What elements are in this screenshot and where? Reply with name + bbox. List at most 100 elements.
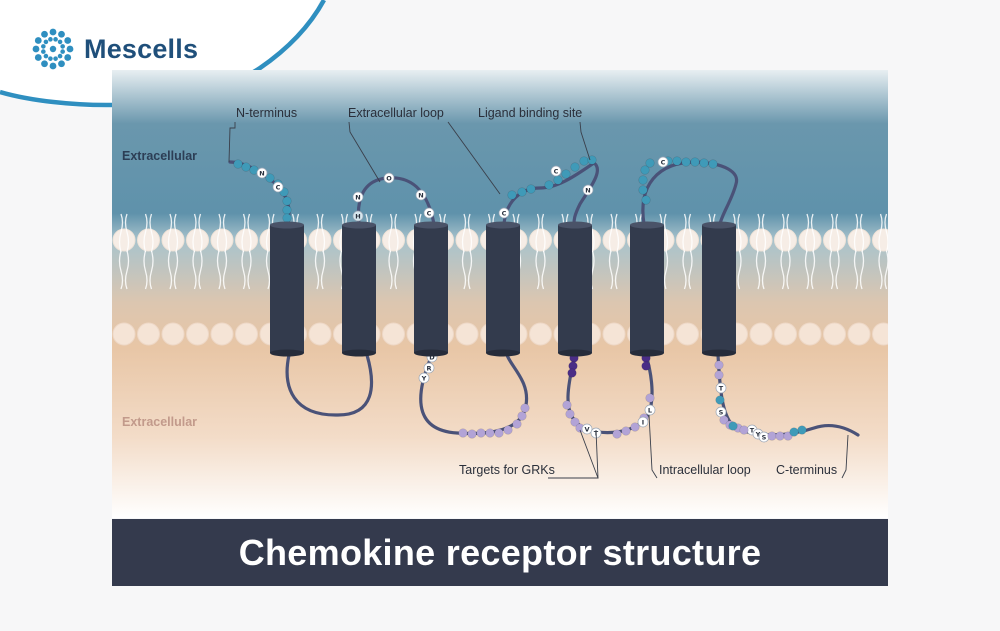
lipid-tail — [124, 250, 130, 290]
residue-bead — [708, 159, 718, 169]
helix-base — [270, 349, 304, 357]
lipid-tail — [755, 250, 761, 290]
residue-bead — [553, 175, 563, 185]
lipid-tail — [394, 250, 399, 290]
helix-cap — [342, 221, 376, 229]
lipid-tail — [461, 250, 467, 290]
callout-extracellular-loop: Extracellular loop — [348, 106, 444, 120]
lipid-head — [529, 228, 552, 252]
labeled-residue — [418, 372, 430, 384]
lipid-tail — [388, 250, 393, 290]
lipid-tail — [198, 250, 203, 290]
lipid-tail — [804, 250, 810, 290]
residue-bead — [485, 428, 495, 438]
logo-dot — [34, 54, 42, 61]
lipid-head — [382, 322, 405, 346]
lipid-head — [847, 322, 871, 346]
lipid-tail — [173, 213, 179, 253]
logo-dot — [32, 45, 40, 53]
lipid-tail — [320, 250, 326, 290]
lipid-head — [161, 322, 185, 346]
lipid-head — [798, 228, 822, 252]
logo-dot — [49, 62, 57, 70]
lipid-tail — [241, 213, 246, 253]
residue-bead — [641, 361, 651, 371]
logo-dot — [41, 60, 48, 68]
residue-bead — [645, 393, 655, 403]
residue-letter: N — [259, 170, 264, 178]
lipid-tail — [737, 250, 742, 290]
brand-name: Mescells — [84, 33, 199, 64]
residue-bead — [512, 419, 522, 429]
lipid-tail — [216, 213, 222, 253]
lipid-tail — [780, 213, 785, 253]
labeled-residue — [415, 189, 427, 201]
lipid-tail — [124, 213, 130, 253]
residue-bead — [565, 409, 575, 419]
lipid-tail — [737, 213, 742, 253]
residue-letter: O — [386, 175, 392, 183]
title-banner: Chemokine receptor structure — [112, 519, 888, 586]
logo-dot — [64, 54, 72, 61]
residue-bead — [638, 185, 648, 195]
lipid-head — [186, 322, 209, 346]
lipid-tail — [688, 250, 693, 290]
labeled-residue — [657, 156, 669, 168]
residue-letter: C — [554, 168, 559, 176]
lipid-tail — [541, 250, 546, 290]
labeled-residue — [352, 191, 364, 203]
residue-letter: S — [762, 434, 767, 442]
lipid-head — [774, 228, 797, 252]
lipid-tail — [149, 250, 154, 290]
residue-bead — [739, 425, 749, 435]
residue-bead — [640, 165, 650, 175]
region-label-top: Extracellular — [122, 149, 197, 163]
residue-letter: N — [585, 187, 590, 195]
residue-bead — [630, 422, 640, 432]
logo-dot — [64, 37, 72, 44]
helix-cap — [630, 221, 664, 229]
helix-base — [630, 349, 664, 357]
residue-bead — [775, 431, 785, 441]
lipid-tail — [884, 213, 888, 253]
logo-dot — [48, 56, 53, 61]
lipid-tail — [320, 213, 326, 253]
logo-dot — [34, 37, 42, 44]
helix-base — [414, 349, 448, 357]
lipid-head — [186, 228, 209, 252]
lipid-tail — [265, 213, 271, 253]
callout-c-terminus: C-terminus — [776, 463, 837, 477]
residue-bead — [699, 158, 709, 168]
transmembrane-helix — [486, 225, 520, 353]
lipid-head — [137, 228, 160, 252]
lipid-tail — [118, 250, 124, 290]
labeled-residue — [498, 207, 510, 219]
labeled-residue — [550, 165, 562, 177]
lipid-tail — [541, 213, 546, 253]
lipid-head — [308, 322, 332, 346]
lipid-tail — [535, 213, 540, 253]
logo-dot — [43, 39, 49, 45]
callout-grk-targets: Targets for GRKs — [459, 463, 555, 477]
helix-cap — [702, 221, 736, 229]
lipid-tail — [810, 250, 816, 290]
helix-base — [486, 349, 520, 357]
residue-bead — [458, 428, 468, 438]
residue-bead — [638, 175, 648, 185]
diagram-title: Chemokine receptor structure — [238, 531, 762, 573]
residue-bead — [672, 156, 682, 166]
helix-cap — [486, 221, 520, 229]
lipid-tail — [339, 213, 344, 253]
residue-bead — [797, 425, 807, 435]
lipid-tail — [804, 213, 810, 253]
lipid-tail — [118, 213, 124, 253]
residue-bead — [282, 213, 292, 223]
residue-letter: D — [429, 354, 435, 362]
lipid-head — [455, 322, 479, 346]
labeled-residue — [256, 167, 268, 179]
lipid-tail — [222, 213, 228, 253]
residue-bead — [719, 415, 729, 425]
lipid-tail — [878, 250, 883, 290]
residue-bead — [728, 421, 738, 431]
lipid-head — [382, 228, 405, 252]
